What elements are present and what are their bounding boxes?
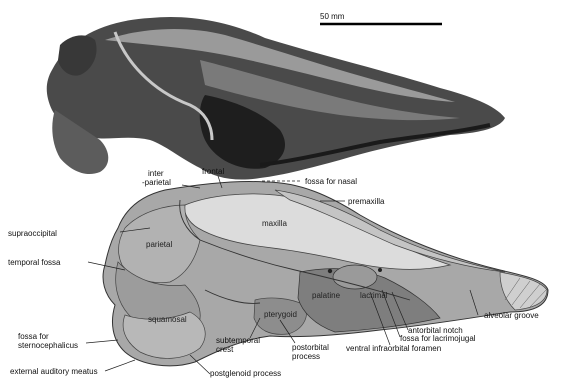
label-squamosal: squamosal <box>148 315 187 324</box>
label-parietal: parietal <box>146 240 172 249</box>
drawing-foramen-2 <box>378 268 382 272</box>
label-lacrimal: lacrimal <box>360 291 388 300</box>
label-alveolar-groove: alveolar groove <box>484 311 539 320</box>
label-fossa-sternocephalicus-2: sternocephalicus <box>18 341 78 350</box>
label-temporal-fossa: temporal fossa <box>8 258 61 267</box>
scale-bar: 50 mm <box>320 12 442 24</box>
label-postorbital-process-2: process <box>292 352 320 361</box>
label-interparietal-1: inter <box>148 169 164 178</box>
label-postorbital-process-1: postorbital <box>292 343 329 352</box>
label-postorbital-process: postorbital process <box>292 343 331 361</box>
scale-bar-label: 50 mm <box>320 12 345 21</box>
drawing-foramen <box>328 269 332 273</box>
label-frontal: frontal <box>202 167 224 176</box>
label-fossa-sternocephalicus: fossa for sternocephalicus <box>18 332 78 350</box>
label-postglenoid-process: postglenoid process <box>210 369 281 378</box>
label-ventral-infraorbital: ventral infraorbital foramen <box>346 344 441 353</box>
label-interparietal-2: -parietal <box>142 178 171 187</box>
skull-photo <box>47 17 505 180</box>
drawing-lacrimal <box>333 265 377 289</box>
skull-drawing <box>103 181 548 365</box>
label-fossa-lacrimojugal: fossa for lacrimojugal <box>400 334 476 343</box>
label-subtemporal-crest-1: subtemporal <box>216 336 260 345</box>
label-supraoccipital: supraoccipital <box>8 229 57 238</box>
label-external-auditory: external auditory meatus <box>10 367 98 376</box>
label-subtemporal-crest: subtemporal crest <box>216 336 262 354</box>
label-premaxilla: premaxilla <box>348 197 385 206</box>
label-fossa-sternocephalicus-1: fossa for <box>18 332 49 341</box>
label-subtemporal-crest-2: crest <box>216 345 234 354</box>
label-interparietal: inter -parietal <box>142 169 171 187</box>
label-fossa-nasal: fossa for nasal <box>305 177 357 186</box>
label-maxilla: maxilla <box>262 219 287 228</box>
label-palatine: palatine <box>312 291 341 300</box>
label-pterygoid: pterygoid <box>264 310 297 319</box>
